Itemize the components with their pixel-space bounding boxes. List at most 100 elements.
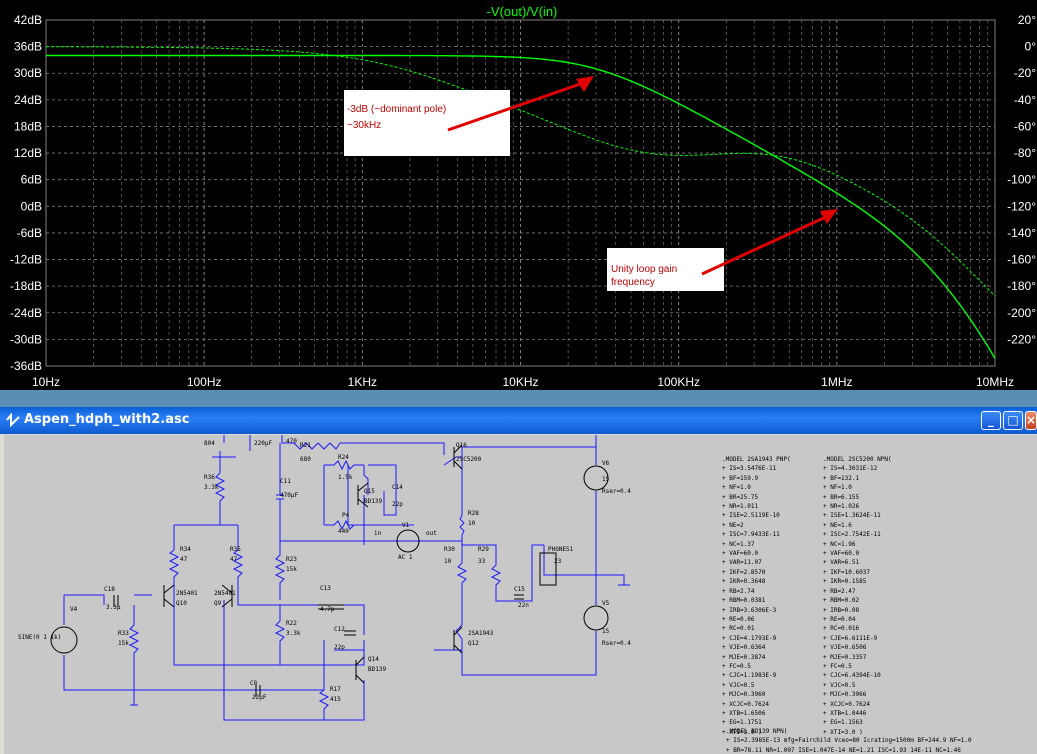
component-label: Q14 [368,656,379,663]
component-label: 22n [518,602,529,609]
arrow-to-dominant-pole [447,76,594,132]
component-label: 2N5401 [176,590,198,597]
right-tick-label: -20° [1014,66,1036,80]
component-label: Q12 [468,640,479,647]
x-tick-label: 10Hz [32,375,60,389]
component-label: Q9 [214,600,222,607]
component-label: Q15 [364,488,375,495]
component-label: C11 [280,478,291,485]
right-tick-label: -100° [1007,173,1036,187]
component-label: BD139 [368,666,386,673]
left-tick-label: 36dB [14,40,42,54]
component-label: R28 [468,510,479,517]
right-tick-label: -220° [1007,332,1036,346]
component-label: 10 [444,558,452,565]
component-label: 4.7p [320,606,335,613]
left-tick-label: 30dB [14,66,42,80]
window-titlebar[interactable]: Aspen_hdph_with2.asc _ □ × [0,407,1037,434]
component-label: V4 [70,606,78,613]
x-tick-label: 1MHz [821,375,852,389]
right-tick-label: 20° [1018,13,1036,27]
x-tick-label: 100KHz [657,375,700,389]
annotation-box-1 [344,90,510,156]
component-label: Rser=0.4 [602,640,631,647]
component-label: 2SC5200 [456,456,482,463]
component-label: 415 [330,696,341,703]
arrow-to-unity-gain [701,209,838,276]
component-label: 220µF [254,440,272,447]
plot-grid [45,19,996,367]
component-label: 470µF [280,492,298,499]
right-tick-label: -40° [1014,93,1036,107]
left-tick-label: -24dB [10,306,42,320]
component-label: 2SA1943 [468,630,494,637]
component-label: PHONES1 [548,546,574,553]
component-label: 22µF [252,694,267,701]
component-label: 3.3k [204,484,219,491]
minimize-button[interactable]: _ [981,411,1001,430]
annotation-1-line-2: ~30kHz [347,120,381,131]
component-label: out [426,530,437,537]
schematic-drawing: 804220µF470R21680Q162SC5200R241.5kQ15BD1… [18,435,631,721]
component-label: 47 [230,556,238,563]
component-label: R34 [180,546,191,553]
x-tick-label: 100Hz [187,375,222,389]
schematic-window: Aspen_hdph_with2.asc _ □ × [0,407,1037,754]
component-label: C18 [104,586,115,593]
component-label: R33 [118,630,129,637]
component-label: 1.5k [338,474,353,481]
component-label: R21 [300,442,311,449]
component-label: R22 [286,620,297,627]
left-tick-label: -18dB [10,279,42,293]
close-button[interactable]: × [1025,411,1037,430]
component-label: 804 [204,440,215,447]
component-label: R30 [444,546,455,553]
window-title: Aspen_hdph_with2.asc [24,412,190,427]
component-label: R17 [330,686,341,693]
component-label: C14 [392,484,403,491]
annotation-1-line-1: -3dB (~dominant pole) [347,104,446,115]
left-tick-label: -36dB [10,359,42,373]
component-label: Rser=0.4 [602,488,631,495]
left-tick-label: -12dB [10,253,42,267]
model-bd139: .MODEL BD139 NPN( + IS=2.3985E-13 mfg=Fa… [726,728,972,754]
component-label: BD139 [364,498,382,505]
component-label: P4 [342,512,350,519]
component-label: C8 [250,680,258,687]
annotation-2-line-1: Unity loop gain [611,264,677,275]
schematic-components [50,444,609,697]
component-label: 33 [478,558,486,565]
component-label: 440 [338,528,349,535]
annotation-box-2 [607,248,724,291]
component-label: 15k [118,640,129,647]
left-tick-label: 24dB [14,93,42,107]
component-label: Q10 [176,600,187,607]
left-tick-label: 42dB [14,13,42,27]
annotation-2-line-2: frequency [611,277,655,288]
component-label: 3.3µ [106,604,121,611]
schematic-wires [63,435,630,721]
right-tick-label: -140° [1007,226,1036,240]
x-tick-label: 1KHz [348,375,377,389]
component-label: R23 [286,556,297,563]
right-tick-label: -80° [1014,146,1036,160]
model-2sc5200: .MODEL 2SC5200 NPN( + IS=4.3031E-12 + BF… [823,456,892,736]
component-label: 22p [334,644,345,651]
component-label: R29 [478,546,489,553]
right-tick-label: -200° [1007,306,1036,320]
component-label: V6 [602,460,610,467]
component-label: SINE(0 1 1k) [18,634,61,641]
ltspice-icon [6,413,20,427]
component-label: C12 [334,626,345,633]
maximize-button[interactable]: □ [1003,411,1023,430]
component-label: R36 [204,474,215,481]
left-tick-label: 6dB [21,173,42,187]
x-tick-label: 10MHz [976,375,1014,389]
component-label: 15 [602,476,610,483]
model-2sa1943: .MODEL 2SA1943 PNP( + IS=3.5476E-11 + BF… [722,456,791,736]
phase-trace [46,46,996,297]
component-label: C15 [514,586,525,593]
component-label: 22p [392,501,403,508]
